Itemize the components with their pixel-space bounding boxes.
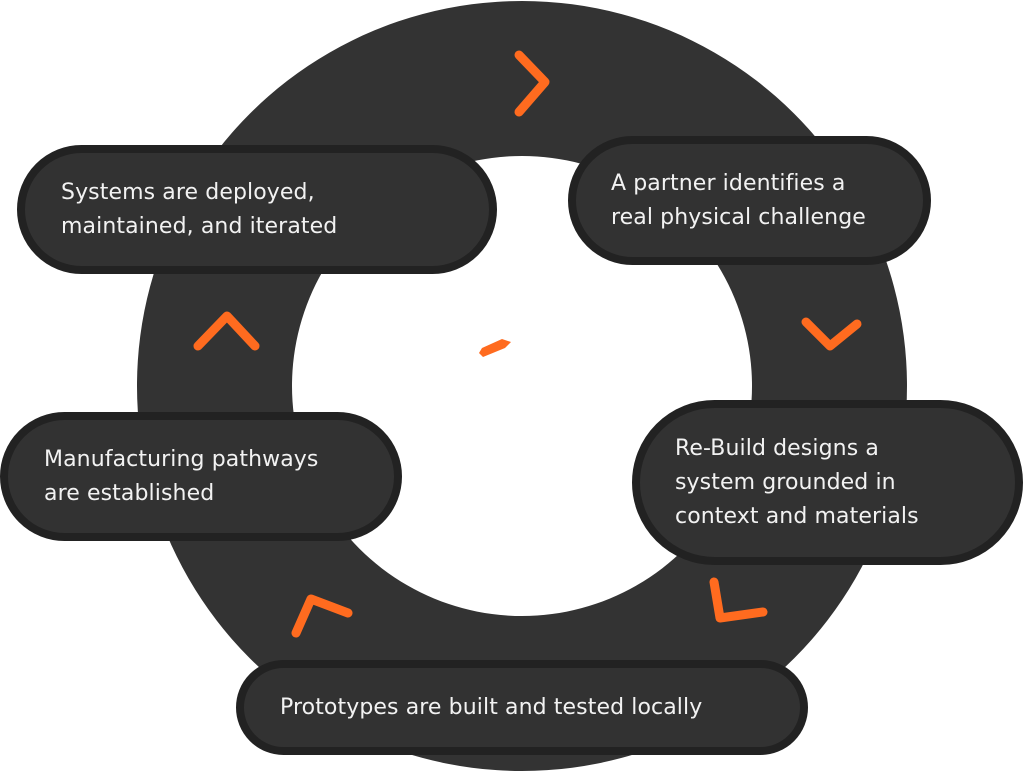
cycle-ring [136,1,907,771]
step-4-pill: Manufacturing pathways are established [0,412,402,541]
step-2-label: Re-Build designs a system grounded in co… [675,435,919,529]
step-5-pill: Systems are deployed, maintained, and it… [17,145,497,274]
step-3-pill: Prototypes are built and tested locally [236,660,808,755]
chevron-up-left-icon [291,594,353,638]
chevron-down-icon [801,317,862,351]
chevron-up-icon [193,311,260,351]
step-4-label: Manufacturing pathways are established [44,446,319,506]
chevron-down-left-icon [709,577,768,623]
step-3-label: Prototypes are built and tested locally [280,694,703,720]
step-5-label: Systems are deployed, maintained, and it… [61,179,338,239]
dash-icon [479,339,511,357]
step-1-pill: A partner identifies a real physical cha… [568,136,931,265]
chevron-right-icon [514,50,550,117]
step-2-pill: Re-Build designs a system grounded in co… [632,400,1023,565]
step-1-label: A partner identifies a real physical cha… [611,170,866,230]
